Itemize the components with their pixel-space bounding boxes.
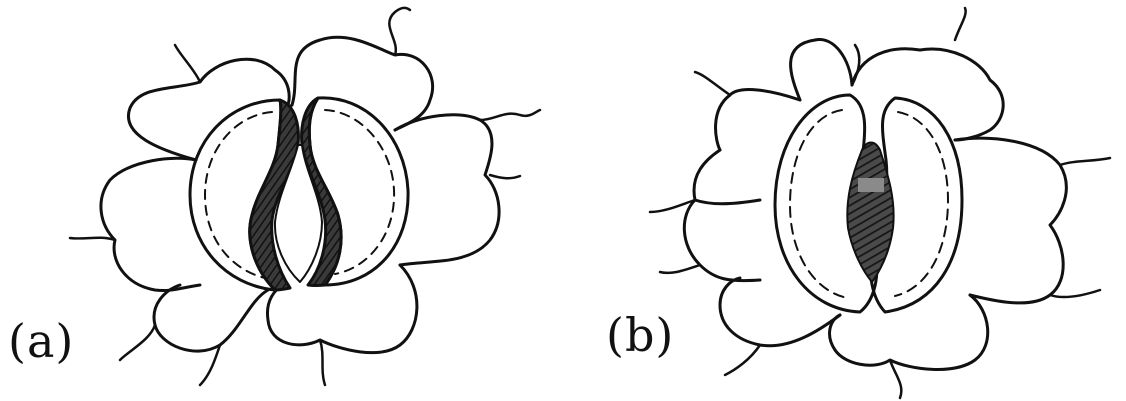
guard-cells-a — [190, 98, 408, 290]
stoma-open-diagram — [70, 8, 540, 385]
panel-label-b: (b) — [606, 312, 674, 358]
stoma-closed-diagram — [650, 8, 1110, 398]
guard-cells-b — [775, 95, 962, 312]
panel-label-a: (a) — [8, 318, 74, 364]
pore-highlight-b — [858, 178, 884, 192]
